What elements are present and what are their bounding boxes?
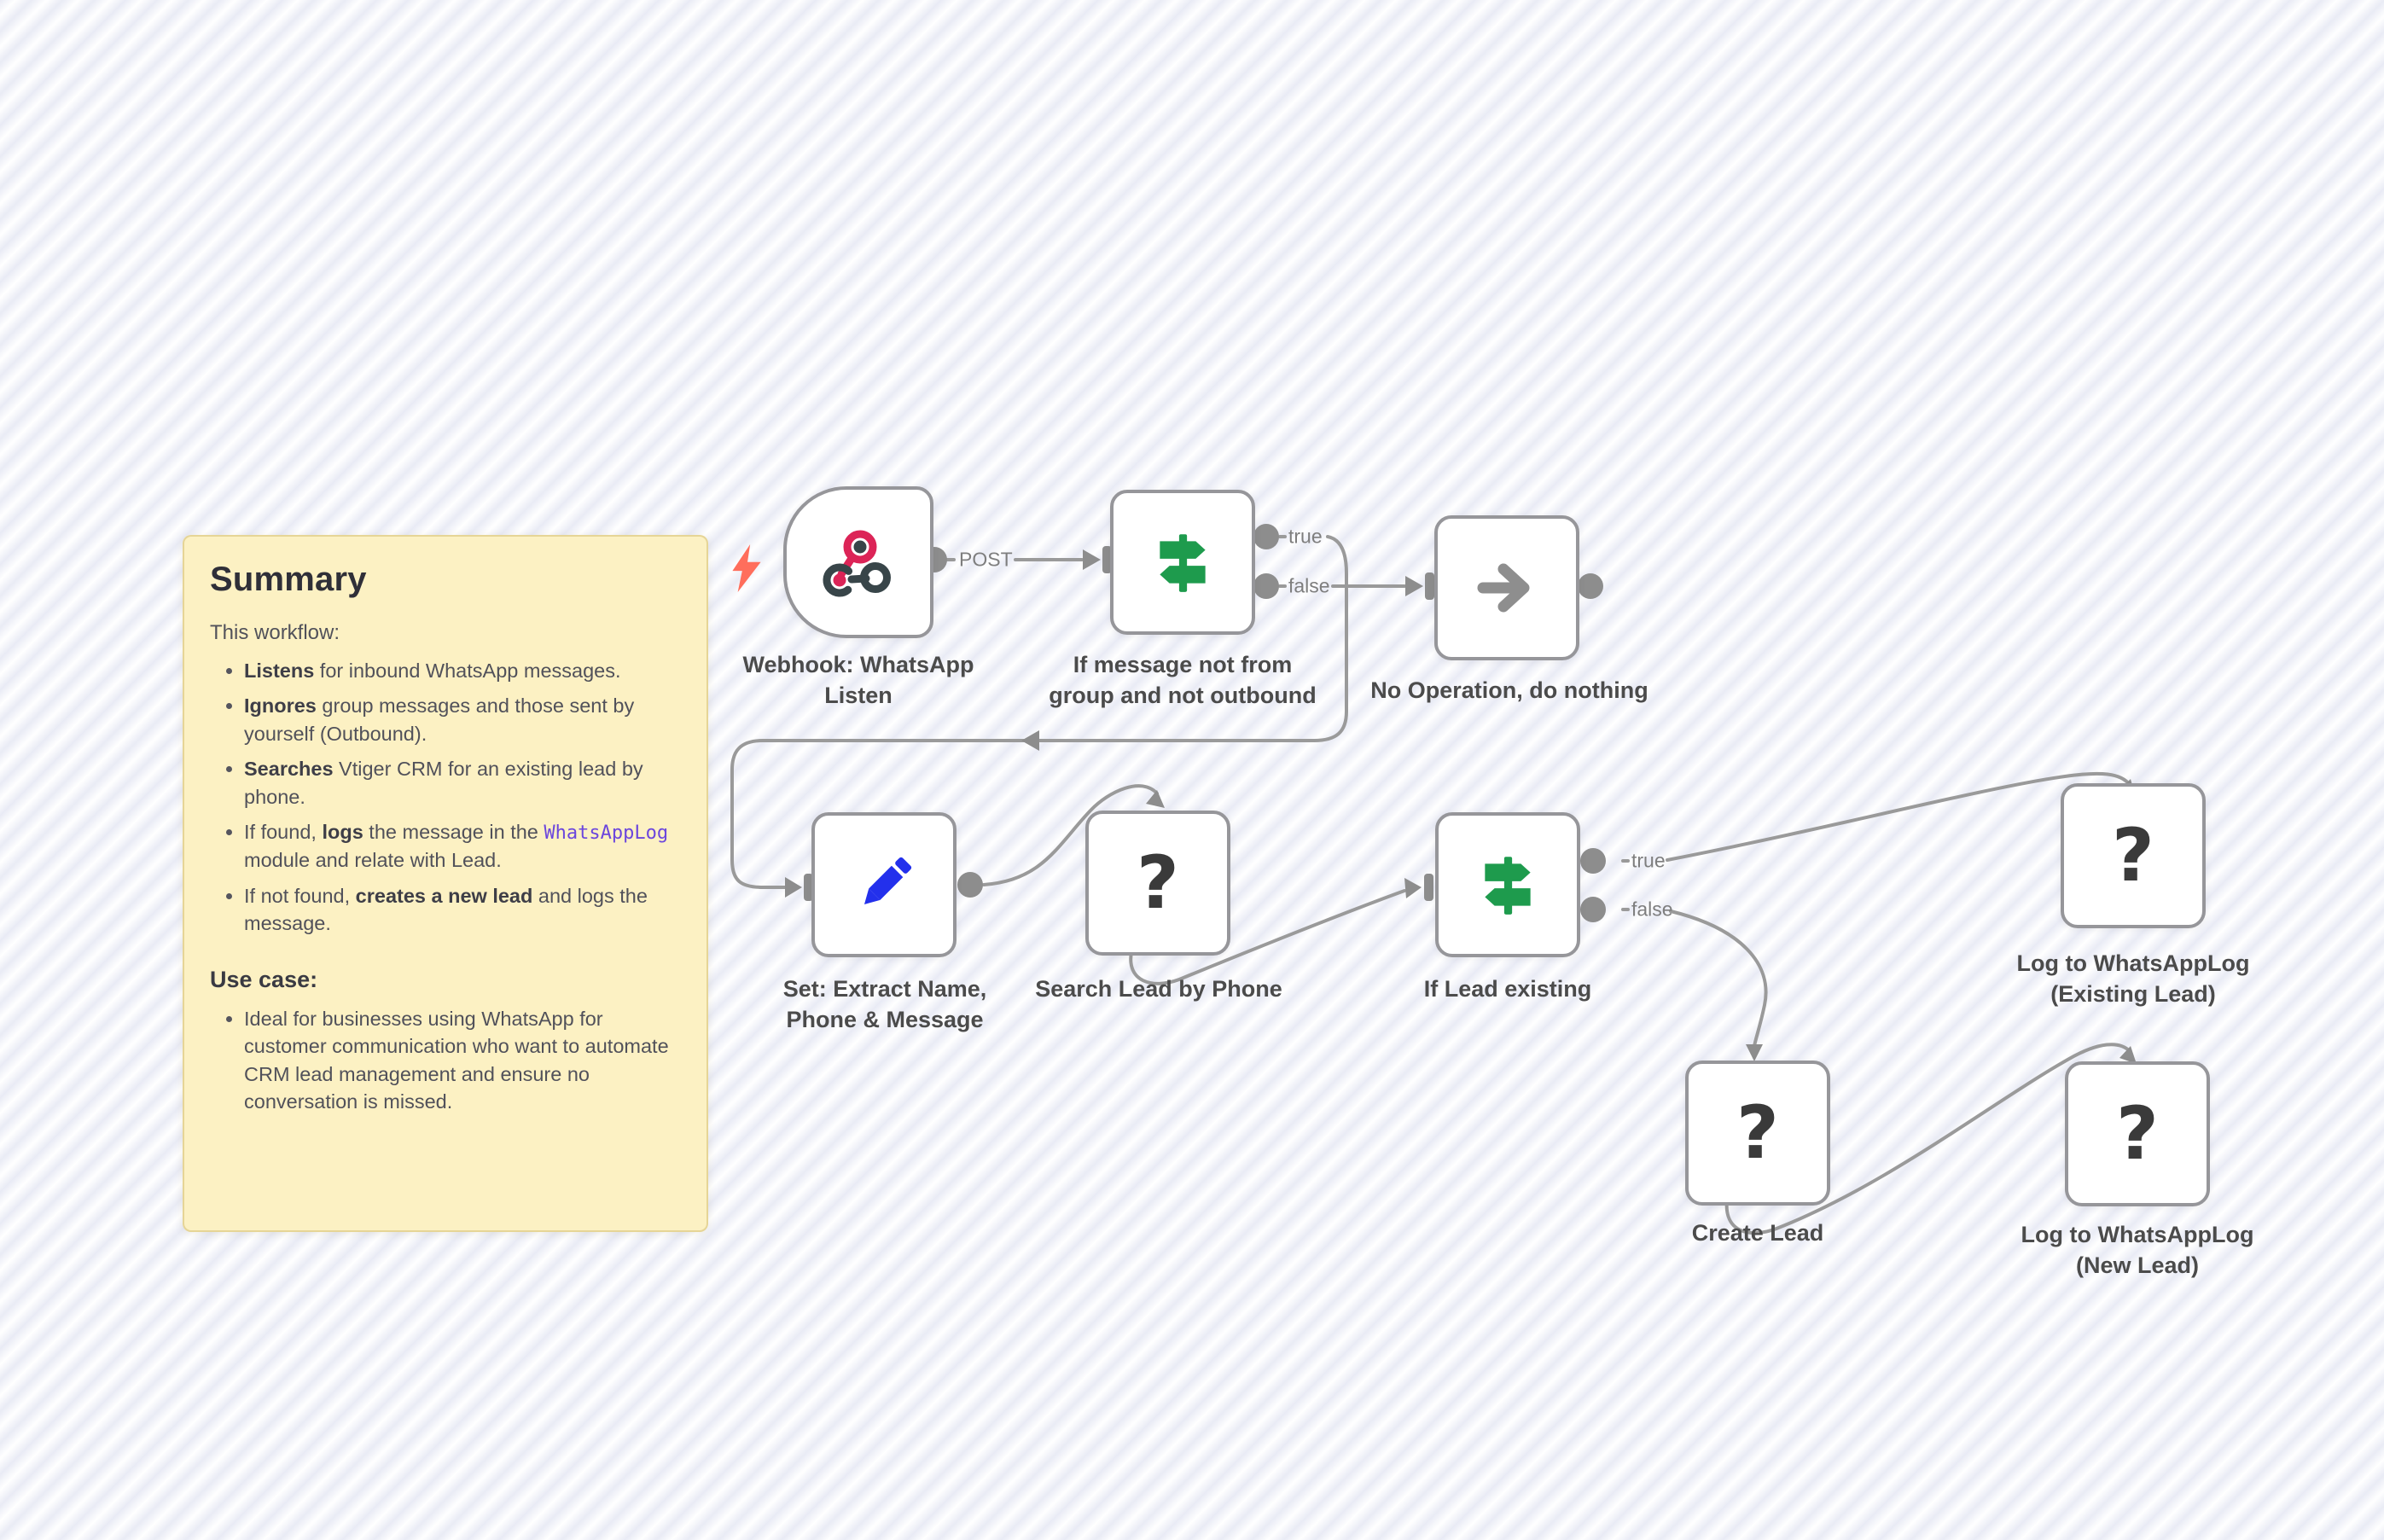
node-label-search: Search Lead by Phone <box>1035 976 1282 1002</box>
output-label-post: POST <box>959 548 1013 571</box>
question-icon: ? <box>1137 840 1179 926</box>
input-port-noop[interactable] <box>1425 572 1434 600</box>
node-label-if-message: If message not from group and not outbou… <box>1049 652 1317 708</box>
arrowhead <box>1405 576 1423 596</box>
lightning-bolt-icon <box>732 544 761 592</box>
node-label-set: Set: Extract Name, Phone & Message <box>782 976 987 1032</box>
wire-set-to-search[interactable] <box>982 784 1159 886</box>
node-label-log-existing: Log to WhatsAppLog (Existing Lead) <box>2016 950 2250 1007</box>
signpost-icon <box>1160 534 1206 592</box>
note-usecase-title: Use case: <box>210 966 318 992</box>
webhook-icon <box>823 530 891 597</box>
question-icon: ? <box>1736 1090 1779 1176</box>
node-if-lead-existing[interactable] <box>1435 812 1580 957</box>
arrowhead <box>1083 549 1101 570</box>
node-set-extract[interactable] <box>811 812 957 957</box>
note-usecase-bullets: Ideal for businesses using WhatsApp for … <box>210 1005 681 1116</box>
output-port-set[interactable] <box>957 872 983 898</box>
wire-iflead-true-to-logexisting[interactable] <box>1666 771 2131 862</box>
node-label-create-lead: Create Lead <box>1691 1220 1824 1246</box>
note-bullet: Searches Vtiger CRM for an existing lead… <box>244 755 681 811</box>
arrowhead <box>1746 1044 1763 1061</box>
note-bullet: If not found, creates a new lead and log… <box>244 882 681 938</box>
node-label-log-new: Log to WhatsAppLog (New Lead) <box>2021 1222 2254 1278</box>
node-label-webhook: Webhook: WhatsApp Listen <box>742 652 974 708</box>
node-search-lead[interactable]: ? <box>1085 811 1230 956</box>
node-label-iflead: If Lead existing <box>1423 976 1592 1002</box>
output-label-true: true <box>1288 525 1323 548</box>
node-log-whatsapplog-existing[interactable]: ? <box>2061 783 2206 928</box>
sticky-note-summary[interactable]: Summary This workflow: Listens for inbou… <box>183 535 708 1232</box>
output-port-if-false[interactable] <box>1253 573 1279 599</box>
arrowhead <box>785 877 802 898</box>
output-label-false: false <box>1631 898 1673 921</box>
node-label-noop: No Operation, do nothing <box>1370 677 1648 703</box>
signpost-icon <box>1485 857 1531 915</box>
note-bullet: Ignores group messages and those sent by… <box>244 692 681 747</box>
wire-search-to-iflead[interactable] <box>1129 889 1406 985</box>
note-bullet: Listens for inbound WhatsApp messages. <box>244 657 681 684</box>
question-icon: ? <box>2116 1091 2159 1177</box>
arrowhead <box>2119 1046 2137 1064</box>
node-no-operation[interactable] <box>1434 515 1579 660</box>
output-port-iflead-false[interactable] <box>1580 897 1606 922</box>
wire-iflead-false-to-create[interactable] <box>1669 909 1768 1048</box>
wire-create-to-lognew[interactable] <box>1724 1043 2131 1235</box>
question-icon: ? <box>2112 813 2154 898</box>
node-create-lead[interactable]: ? <box>1685 1061 1830 1206</box>
node-webhook-whatsapp-listen[interactable] <box>783 486 933 638</box>
output-label-true: true <box>1631 849 1666 872</box>
arrowhead <box>1146 790 1165 808</box>
node-log-whatsapplog-new[interactable]: ? <box>2065 1061 2210 1206</box>
input-port-set[interactable] <box>804 874 813 901</box>
note-bullet: If found, logs the message in the WhatsA… <box>244 818 681 875</box>
node-if-message-not-from-group[interactable] <box>1110 490 1255 635</box>
note-bullet: Ideal for businesses using WhatsApp for … <box>244 1005 681 1116</box>
note-intro: This workflow: <box>210 621 340 644</box>
output-port-if-true[interactable] <box>1253 524 1279 549</box>
output-port-noop[interactable] <box>1578 573 1603 599</box>
note-title: Summary <box>210 561 367 598</box>
arrowhead-mid <box>1021 730 1039 751</box>
output-label-false: false <box>1288 574 1330 597</box>
input-port-if-message[interactable] <box>1102 546 1112 573</box>
note-bullets: Listens for inbound WhatsApp messages. Ig… <box>210 657 681 938</box>
arrowhead <box>1404 878 1422 898</box>
output-port-iflead-true[interactable] <box>1580 848 1606 874</box>
input-port-iflead[interactable] <box>1424 874 1433 901</box>
pencil-icon <box>863 857 912 905</box>
arrow-right-icon <box>1477 563 1530 613</box>
